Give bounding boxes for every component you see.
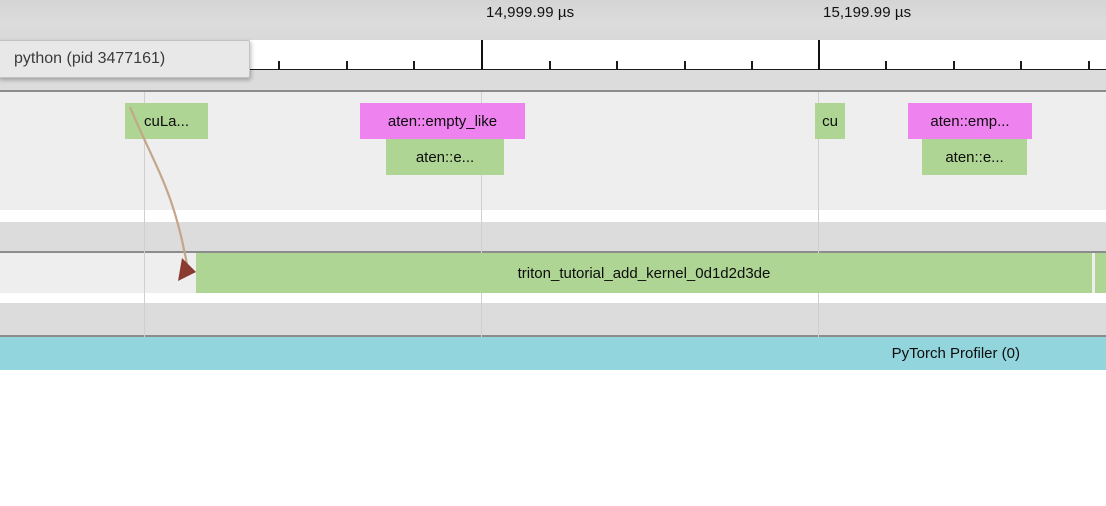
slice-aten-emp[interactable]: aten::emp... xyxy=(908,103,1032,139)
gpu-kernel-group-header[interactable] xyxy=(0,222,1106,253)
ruler-minor-tick-7 xyxy=(885,61,887,70)
ruler-minor-tick-3 xyxy=(549,61,551,70)
guide-line-2 xyxy=(818,92,819,370)
ruler-minor-tick-4 xyxy=(616,61,618,70)
ruler-tick-label-0: 14,999.99 µs xyxy=(486,4,575,21)
ruler-minor-tick-8 xyxy=(953,61,955,70)
slice-aten-empty-like[interactable]: aten::empty_like xyxy=(360,103,525,139)
ruler-minor-tick-2 xyxy=(413,61,415,70)
slice-aten-e[interactable]: aten::e... xyxy=(386,139,504,175)
slice-triton-tutorial-add-kernel-0d1d2d3de[interactable]: triton_tutorial_add_kernel_0d1d2d3de xyxy=(196,253,1092,293)
ruler-minor-tick-5 xyxy=(684,61,686,70)
ruler-minor-tick-9 xyxy=(1020,61,1022,70)
slice-block-0-1[interactable] xyxy=(1095,253,1106,293)
slice-aten-e[interactable]: aten::e... xyxy=(922,139,1027,175)
ruler-minor-tick-10 xyxy=(1088,61,1090,70)
ruler-minor-tick-0 xyxy=(278,61,280,70)
ruler-minor-tick-6 xyxy=(751,61,753,70)
guide-line-1 xyxy=(481,92,482,370)
profiler-group-header[interactable] xyxy=(0,303,1106,337)
ruler-major-tick-1 xyxy=(818,40,820,70)
ruler-minor-tick-1 xyxy=(346,61,348,70)
slice-cula[interactable]: cuLa... xyxy=(125,103,208,139)
ruler-tick-label-1: 15,199.99 µs xyxy=(823,4,912,21)
process-tooltip-label: python (pid 3477161) xyxy=(14,50,166,67)
process-tooltip: python (pid 3477161) xyxy=(0,40,250,78)
ruler-under-band xyxy=(0,70,1106,92)
slice-cu[interactable]: cu xyxy=(815,103,845,139)
window-chrome xyxy=(0,0,1106,40)
slice-pytorch-profiler-0[interactable]: PyTorch Profiler (0) xyxy=(0,337,1106,370)
ruler-major-tick-0 xyxy=(481,40,483,70)
